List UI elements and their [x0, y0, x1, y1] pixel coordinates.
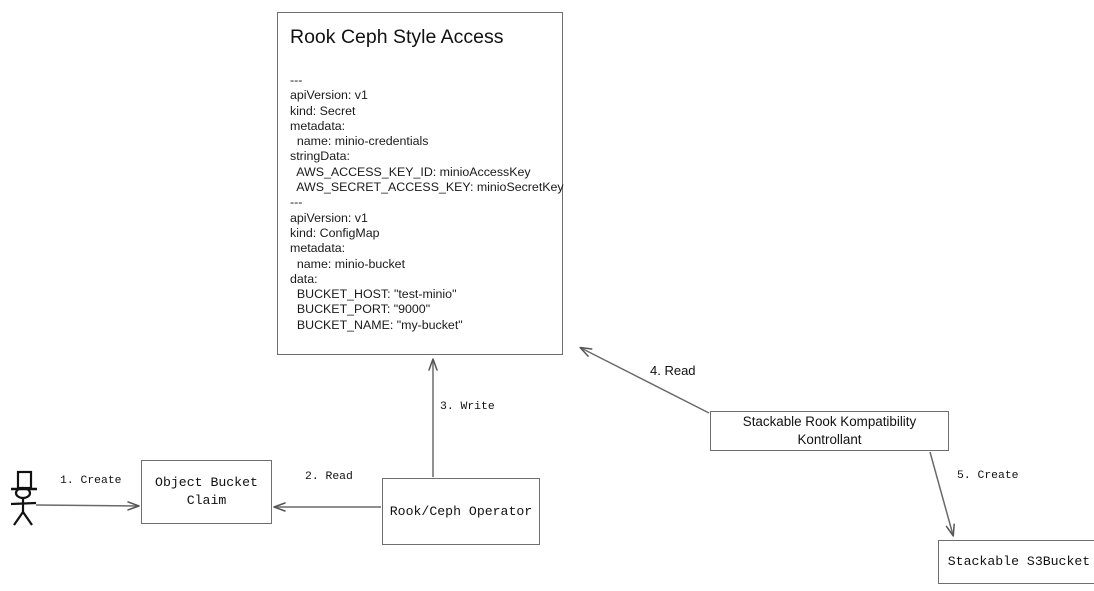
- edge-1-create: [35, 501, 140, 511]
- node-stackable-rook-kompatibility-kontrollant[interactable]: Stackable Rook Kompatibility Kontrollant: [710, 411, 949, 451]
- yaml-card-body: --- apiVersion: v1 kind: Secret metadata…: [290, 73, 564, 332]
- edge-5-create: [929, 451, 955, 537]
- edge-label-4-read: 4. Read: [650, 363, 696, 378]
- rook-ceph-style-access-card: Rook Ceph Style Access --- apiVersion: v…: [277, 12, 564, 355]
- edge-4-read: [579, 346, 710, 414]
- yaml-card-title: Rook Ceph Style Access: [290, 26, 504, 48]
- node-stackable-s3bucket[interactable]: Stackable S3Bucket: [938, 540, 1094, 584]
- edge-label-1-create: 1. Create: [60, 475, 122, 487]
- node-rook-ceph-operator[interactable]: Rook/Ceph Operator: [382, 478, 540, 545]
- edge-label-5-create: 5. Create: [957, 470, 1019, 482]
- edge-label-2-read: 2. Read: [305, 471, 353, 483]
- node-object-bucket-claim[interactable]: Object Bucket Claim: [141, 460, 272, 524]
- edge-label-3-write: 3. Write: [440, 401, 495, 413]
- user-stick-figure-icon: [10, 470, 37, 526]
